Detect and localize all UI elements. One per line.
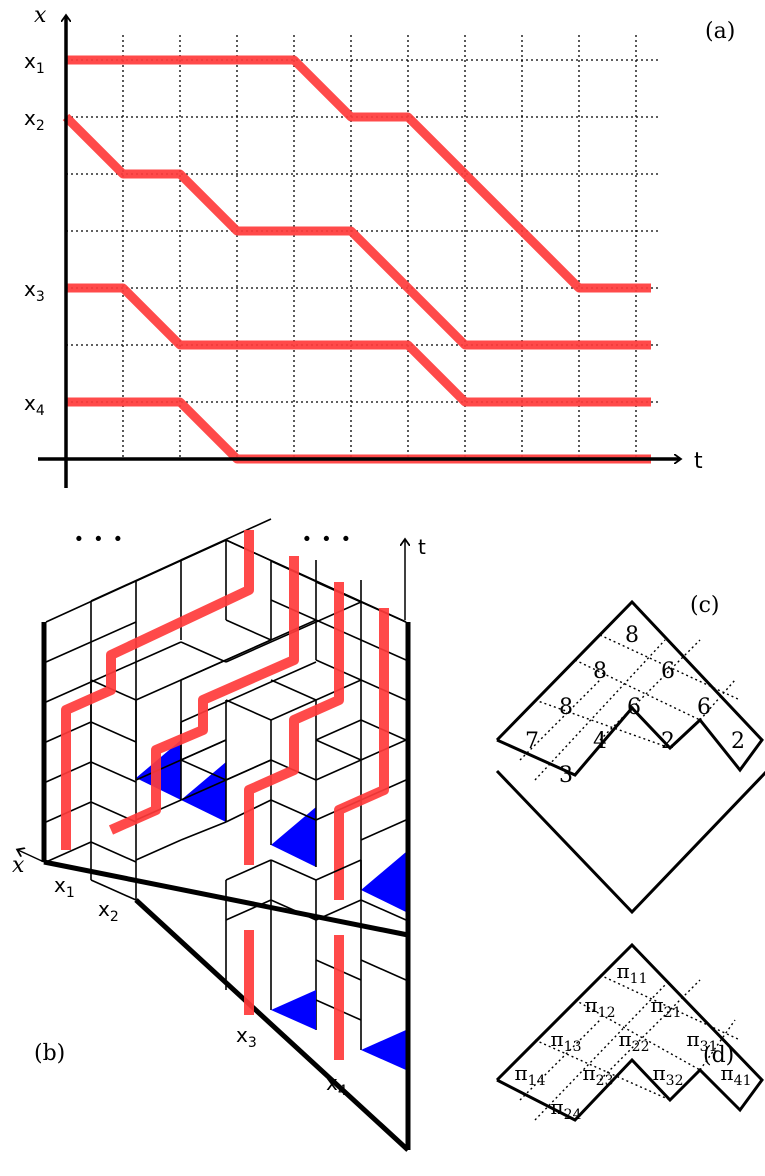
cell-c: 6 bbox=[697, 695, 711, 720]
panel-label-c: (c) bbox=[690, 593, 720, 618]
x1-label-b: x1 bbox=[54, 873, 75, 901]
blue-tile bbox=[271, 990, 316, 1030]
x3-label-a: x3 bbox=[24, 277, 45, 305]
blue-tile bbox=[361, 1030, 406, 1070]
pi-cell: π32 bbox=[653, 1061, 684, 1089]
path-x1 bbox=[66, 55, 651, 293]
blue-tile bbox=[271, 807, 316, 867]
grid-a bbox=[66, 35, 660, 460]
path-b-3 bbox=[244, 582, 344, 865]
box-lattice bbox=[45, 518, 407, 901]
cell-c: 6 bbox=[627, 695, 641, 720]
pi-cell: π41 bbox=[721, 1061, 752, 1089]
ellipsis-right: · · · bbox=[302, 522, 351, 555]
path-b-4 bbox=[334, 608, 389, 900]
panel-label-d: (d) bbox=[703, 1043, 734, 1068]
pi-cell: π22 bbox=[619, 1027, 650, 1055]
x-axis-b bbox=[18, 850, 45, 863]
pi-cell: π21 bbox=[651, 993, 682, 1021]
blue-tile bbox=[181, 762, 226, 822]
panel-c: (c) 8 8 6 8 6 6 7 4 2 2 3 bbox=[495, 593, 764, 788]
x2-label-a: x2 bbox=[24, 106, 45, 134]
path-b-1 bbox=[61, 530, 254, 850]
x4-label-a: x4 bbox=[24, 391, 45, 419]
pi-cell: π13 bbox=[551, 1027, 582, 1055]
pi-cell: π24 bbox=[551, 1095, 582, 1123]
cell-c: 7 bbox=[525, 729, 539, 754]
path-x3 bbox=[66, 283, 651, 407]
x1-label-a: x1 bbox=[24, 49, 45, 77]
t-axis-label-b: t bbox=[418, 535, 426, 559]
young-diagram-d bbox=[495, 769, 765, 915]
panel-b: t x · · · · · · x1 x2 x3 x4 (b) bbox=[12, 518, 426, 1099]
particle-paths-b bbox=[61, 530, 389, 900]
cell-c: 3 bbox=[559, 763, 573, 788]
panel-d: π11 π12 π21 π13 π22 π31 π14 π23 π32 π41 … bbox=[495, 769, 765, 1123]
particle-paths-a bbox=[62, 55, 651, 464]
x2-label-b: x2 bbox=[98, 897, 119, 925]
cell-c: 4 bbox=[593, 729, 607, 754]
panel-label-a: (a) bbox=[705, 19, 735, 44]
x3-label-b: x3 bbox=[236, 1023, 257, 1051]
x-axis-label-a: x bbox=[34, 3, 47, 28]
x-axis-label-b: x bbox=[12, 853, 25, 878]
panel-b-lower bbox=[134, 859, 411, 1152]
pi-cell: π23 bbox=[583, 1061, 614, 1089]
path-x4 bbox=[66, 397, 651, 464]
cell-c: 8 bbox=[559, 695, 573, 720]
cell-c: 6 bbox=[661, 659, 675, 684]
panel-a: x t (a) x1 x2 x3 x4 bbox=[24, 3, 735, 488]
pi-cell: π31 bbox=[687, 1027, 718, 1055]
panel-label-b: (b) bbox=[34, 1041, 65, 1066]
t-axis-label-a: t bbox=[694, 449, 703, 474]
path-x2 bbox=[62, 113, 651, 350]
blue-tile bbox=[361, 852, 406, 912]
path-b-2 bbox=[108, 556, 299, 835]
cell-c: 8 bbox=[593, 659, 607, 684]
ellipsis-left: · · · bbox=[74, 522, 123, 555]
cell-c: 2 bbox=[731, 729, 745, 754]
cell-c: 8 bbox=[625, 623, 639, 648]
pi-cell: π12 bbox=[585, 993, 616, 1021]
pi-cell: π11 bbox=[617, 959, 648, 987]
cell-c: 2 bbox=[661, 729, 675, 754]
pi-cell: π14 bbox=[515, 1061, 546, 1089]
